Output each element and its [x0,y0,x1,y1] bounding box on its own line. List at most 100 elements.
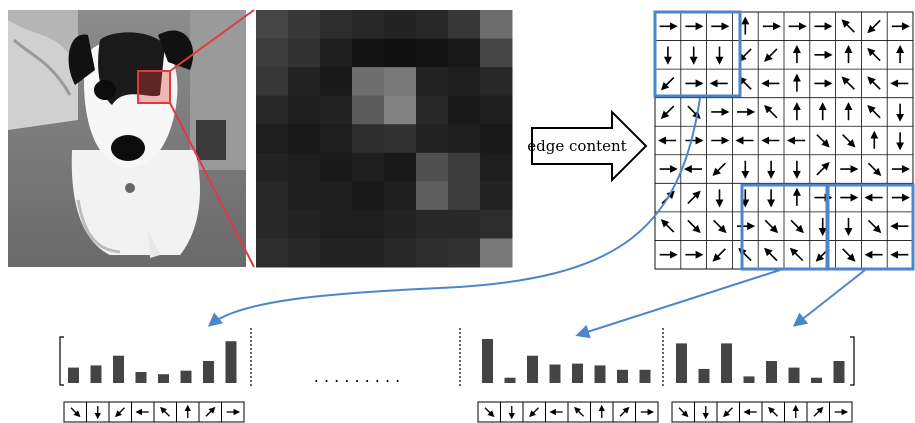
pixel-cell [352,67,385,97]
pixel-cell [288,152,321,182]
bracket-left [59,336,64,386]
pixel-cell [384,209,417,239]
pixel-cell [256,152,289,182]
gradient-arrow [764,48,778,62]
pixel-cell [320,238,353,268]
bin-direction-arrow [574,406,584,417]
pixel-cell [352,181,385,211]
pixel-cell [480,209,513,239]
pixel-cell [320,10,353,40]
edge-content-label: edge content [527,137,626,155]
gradient-arrow [660,76,675,91]
pixel-cell [256,38,289,68]
bin-direction-arrow [813,406,824,417]
zoom-line-top [169,9,255,72]
histogram-bar [482,339,493,383]
pixel-cell [320,95,353,125]
pixel-cell [384,181,417,211]
histogram-bar [788,367,800,383]
pixel-cell [352,124,385,154]
gradient-arrow [816,134,830,148]
gradient-arrow [764,219,779,234]
gradient-arrow [842,134,856,148]
pixel-cell [320,181,353,211]
pixel-cell [352,38,385,68]
pixel-cell [256,67,289,97]
zoom-line-bottom [169,102,255,268]
pixel-cell [448,181,481,211]
pixel-cell [384,152,417,182]
pixel-cell [288,209,321,239]
histogram-bar [766,361,777,383]
histogram-bar [527,355,538,383]
bin-direction-arrow [678,407,689,418]
bin-direction-arrow [115,407,125,418]
pixel-cell [416,124,449,154]
cell-block-top-left [653,10,742,98]
pixel-cell [320,152,353,182]
histogram-bar [158,374,169,383]
pixel-cell [352,10,385,40]
gradient-arrow [867,104,881,119]
pixel-cell [416,238,449,268]
gradient-arrow [660,219,675,233]
gradient-arrow [764,247,778,262]
gradient-arrow [712,248,726,262]
pixel-cell [448,38,481,68]
pixel-cell [256,238,289,268]
pixel-cell [448,152,481,182]
bracket-right [850,336,855,386]
pixel-cell [352,95,385,125]
pixel-cell [480,124,513,154]
pixel-patch [256,10,513,268]
histogram-bar [203,361,214,383]
pixel-cell [320,38,353,68]
ellipsis-dots: . . . . . . . . . [314,367,400,386]
pixel-cell [448,67,481,97]
pixel-cell [320,124,353,154]
histogram-bar [135,372,147,383]
pixel-cell [480,152,513,182]
histogram-bar [572,363,583,383]
histogram-bar [721,343,732,383]
pixel-cell [352,238,385,268]
pixel-cell [384,124,417,154]
pixel-cell [320,67,353,97]
gradient-grid [654,11,914,270]
callout-arrow-1 [207,97,701,327]
pixel-cell [416,152,449,182]
pixel-cell [416,181,449,211]
pixel-cell [384,67,417,97]
pixel-cell [448,95,481,125]
gradient-arrow [712,162,726,177]
histogram-bar [225,341,237,383]
gradient-arrow [867,219,882,234]
gradient-arrow [867,19,881,34]
histogram-bar [90,365,102,383]
pixel-cell [256,181,289,211]
callout-arrow-2 [575,269,781,339]
gradient-arrow [764,104,778,119]
pixel-cell [256,124,289,154]
pixel-cell [448,10,481,40]
gradient-arrow [687,219,701,234]
pixel-cell [480,38,513,68]
histogram-bar [594,365,606,383]
bin-direction-arrow [484,407,495,418]
pixel-cell [288,238,321,268]
pixel-cell [480,181,513,211]
pixel-cell [288,181,321,211]
bin-direction-arrow [529,407,539,418]
pixel-cell [288,38,321,68]
histogram-bar [833,361,845,383]
histogram-bar [68,367,79,383]
bin-direction-arrow [160,406,170,417]
histograms [59,328,855,423]
bin-direction-arrow [768,406,778,417]
pixel-cell [288,67,321,97]
pixel-cell [256,209,289,239]
histogram-bar [504,377,516,383]
gradient-arrow [660,105,675,119]
pixel-cell [256,10,289,40]
